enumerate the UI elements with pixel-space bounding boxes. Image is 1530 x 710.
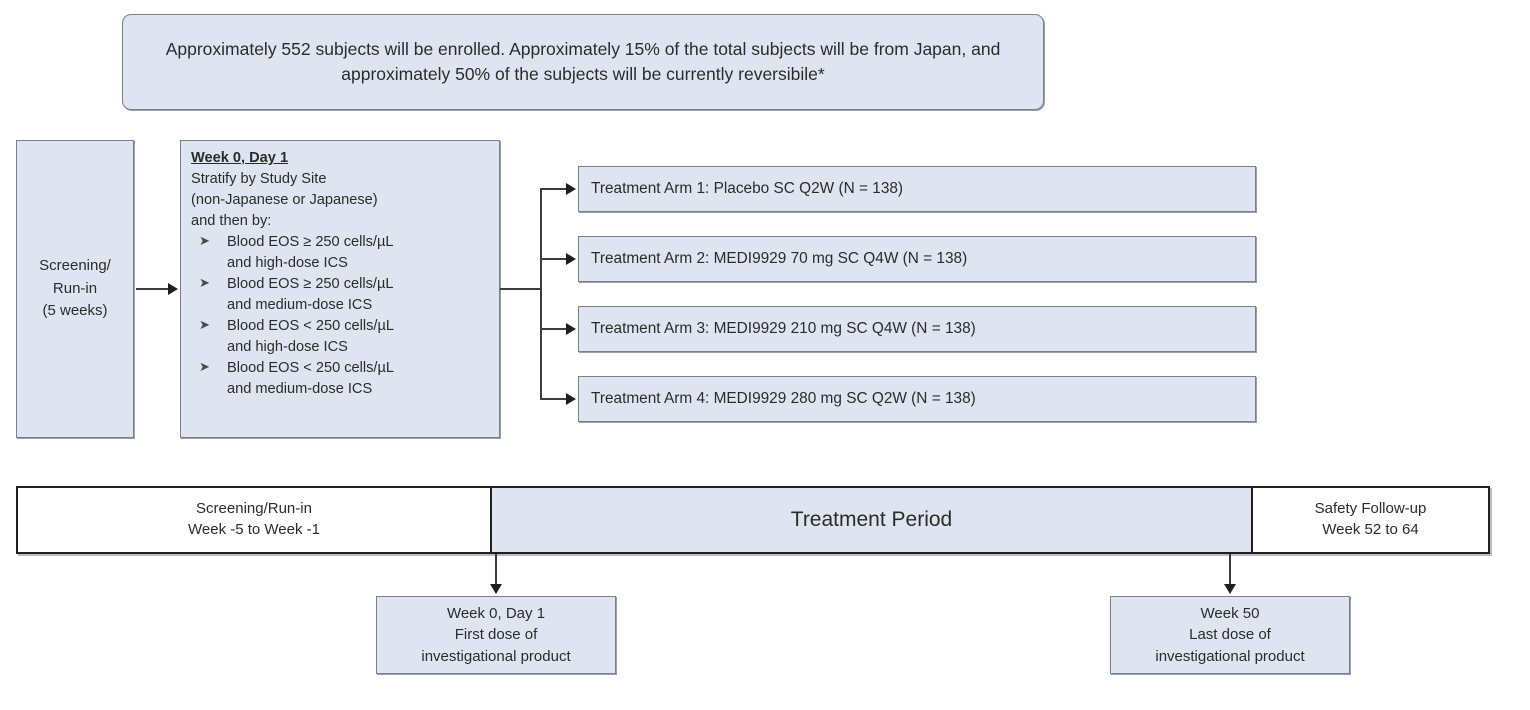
arrowhead-arm-4 bbox=[566, 393, 576, 405]
criterion-line-2: and medium-dose ICS bbox=[227, 297, 373, 313]
screening-line-1: Screening/ bbox=[39, 257, 111, 275]
treatment-arm-1-label: Treatment Arm 1: Placebo SC Q2W (N = 138… bbox=[591, 180, 904, 197]
timeline-followup-line-1: Safety Follow-up bbox=[1314, 500, 1427, 518]
treatment-arm-1-box: Treatment Arm 1: Placebo SC Q2W (N = 138… bbox=[578, 166, 1256, 212]
study-timeline-bar: Screening/Run-in Week -5 to Week -1 Trea… bbox=[16, 486, 1490, 554]
timeline-followup-line-2: Week 52 to 64 bbox=[1322, 521, 1419, 538]
connector-screening-to-stratify bbox=[136, 288, 170, 290]
treatment-arm-4-label: Treatment Arm 4: MEDI9929 280 mg SC Q2W … bbox=[591, 390, 976, 407]
treatment-arm-4-box: Treatment Arm 4: MEDI9929 280 mg SC Q2W … bbox=[578, 376, 1256, 422]
first-dose-callout-box: Week 0, Day 1 First dose of investigatio… bbox=[376, 596, 616, 674]
timeline-screening-line-2: Week -5 to Week -1 bbox=[188, 521, 320, 538]
connector-branch-arm-4 bbox=[540, 398, 570, 400]
connector-branch-arm-1 bbox=[540, 188, 570, 190]
stratification-intro-line-2: (non-Japanese or Japanese) bbox=[191, 192, 378, 208]
timeline-treatment-label: Treatment Period bbox=[790, 507, 953, 531]
arrowhead-arm-3 bbox=[566, 323, 576, 335]
timeline-segment-screening: Screening/Run-in Week -5 to Week -1 bbox=[18, 488, 492, 552]
list-item: ➤ Blood EOS ≥ 250 cells/µL and high-dose… bbox=[191, 232, 491, 274]
stratification-box: Week 0, Day 1 Stratify by Study Site (no… bbox=[180, 140, 500, 438]
arrowhead-arm-2 bbox=[566, 253, 576, 265]
arrow-bullet-icon: ➤ bbox=[199, 317, 210, 332]
last-dose-line-2: Last dose of bbox=[1189, 626, 1271, 644]
criterion-line-1: Blood EOS ≥ 250 cells/µL bbox=[227, 234, 394, 250]
criterion-line-2: and medium-dose ICS bbox=[227, 381, 373, 397]
treatment-arm-2-label: Treatment Arm 2: MEDI9929 70 mg SC Q4W (… bbox=[591, 250, 968, 267]
connector-branch-arm-2 bbox=[540, 258, 570, 260]
connector-branch-arm-3 bbox=[540, 328, 570, 330]
arrow-bullet-icon: ➤ bbox=[199, 359, 210, 374]
treatment-arm-3-box: Treatment Arm 3: MEDI9929 210 mg SC Q4W … bbox=[578, 306, 1256, 352]
enrollment-banner: Approximately 552 subjects will be enrol… bbox=[122, 14, 1044, 110]
arrowhead-first-dose bbox=[490, 584, 502, 594]
stratification-title: Week 0, Day 1 bbox=[191, 150, 289, 166]
list-item: ➤ Blood EOS < 250 cells/µL and medium-do… bbox=[191, 358, 491, 400]
arrow-bullet-icon: ➤ bbox=[199, 275, 210, 290]
first-dose-line-3: investigational product bbox=[421, 647, 571, 665]
list-item: ➤ Blood EOS ≥ 250 cells/µL and medium-do… bbox=[191, 274, 491, 316]
timeline-screening-line-1: Screening/Run-in bbox=[196, 500, 312, 518]
last-dose-line-3: investigational product bbox=[1155, 647, 1305, 665]
screening-line-3: (5 weeks) bbox=[42, 302, 108, 320]
arrow-bullet-icon: ➤ bbox=[199, 233, 210, 248]
connector-first-dose-marker bbox=[495, 554, 497, 586]
stratification-criteria-list: ➤ Blood EOS ≥ 250 cells/µL and high-dose… bbox=[191, 232, 491, 400]
stratification-intro-line-1: Stratify by Study Site bbox=[191, 171, 327, 187]
screening-line-2: Run-in bbox=[52, 279, 98, 297]
arrowhead-arm-1 bbox=[566, 183, 576, 195]
screening-run-in-box: Screening/ Run-in (5 weeks) bbox=[16, 140, 134, 438]
list-item: ➤ Blood EOS < 250 cells/µL and high-dose… bbox=[191, 316, 491, 358]
timeline-segment-treatment: Treatment Period bbox=[492, 488, 1253, 552]
enrollment-banner-text: Approximately 552 subjects will be enrol… bbox=[165, 39, 1001, 84]
treatment-arm-2-box: Treatment Arm 2: MEDI9929 70 mg SC Q4W (… bbox=[578, 236, 1256, 282]
stratification-intro-line-3: and then by: bbox=[191, 213, 272, 229]
first-dose-line-2: First dose of bbox=[454, 626, 538, 644]
timeline-segment-followup: Safety Follow-up Week 52 to 64 bbox=[1253, 488, 1488, 552]
connector-last-dose-marker bbox=[1229, 554, 1231, 586]
criterion-line-1: Blood EOS < 250 cells/µL bbox=[227, 318, 395, 334]
arrowhead-screening-to-stratify bbox=[168, 283, 178, 295]
first-dose-line-1: Week 0, Day 1 bbox=[446, 605, 546, 623]
arrowhead-last-dose bbox=[1224, 584, 1236, 594]
criterion-line-2: and high-dose ICS bbox=[227, 255, 348, 271]
criterion-line-2: and high-dose ICS bbox=[227, 339, 348, 355]
connector-randomization-trunk bbox=[540, 188, 542, 400]
last-dose-callout-box: Week 50 Last dose of investigational pro… bbox=[1110, 596, 1350, 674]
screening-run-in-text: Screening/ Run-in (5 weeks) bbox=[39, 255, 111, 323]
treatment-arm-3-label: Treatment Arm 3: MEDI9929 210 mg SC Q4W … bbox=[591, 320, 976, 337]
connector-randomization-stem bbox=[500, 288, 542, 290]
criterion-line-1: Blood EOS < 250 cells/µL bbox=[227, 360, 395, 376]
last-dose-line-1: Week 50 bbox=[1200, 605, 1260, 623]
criterion-line-1: Blood EOS ≥ 250 cells/µL bbox=[227, 276, 394, 292]
